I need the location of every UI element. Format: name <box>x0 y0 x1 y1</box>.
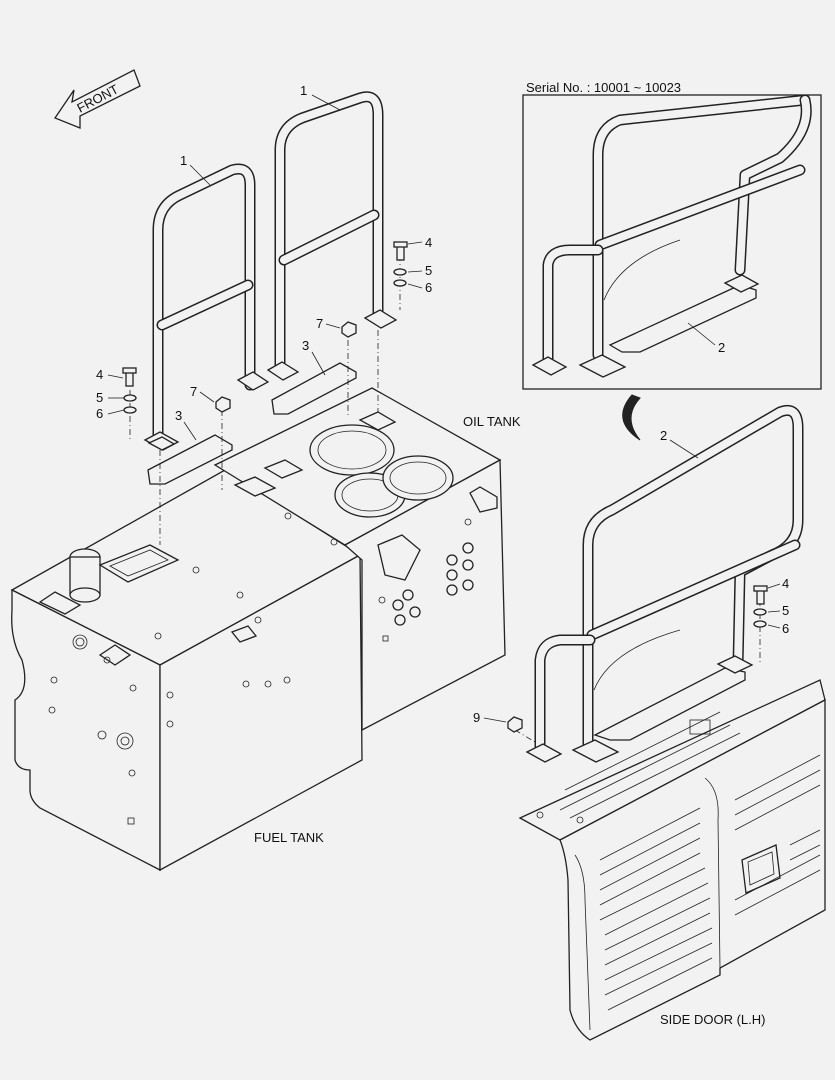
bolt-set-mid <box>393 241 408 287</box>
bracket-3b <box>271 362 357 415</box>
bolt-7-icons <box>215 321 523 733</box>
callout-5a: 5 <box>96 390 103 405</box>
callouts: 1 1 2 2 3 3 4 5 6 4 5 6 4 5 6 7 7 9 <box>96 83 789 725</box>
callout-3b: 3 <box>302 338 309 353</box>
side-door-label: SIDE DOOR (L.H) <box>660 1012 765 1027</box>
callout-9: 9 <box>473 710 480 725</box>
callout-5c: 5 <box>782 603 789 618</box>
callout-5b: 5 <box>425 263 432 278</box>
bolt-set-left <box>122 367 137 414</box>
fuel-tank <box>10 469 363 872</box>
callout-6c: 6 <box>782 621 789 636</box>
assembly-lines <box>129 255 761 746</box>
bracket-3a <box>147 434 233 485</box>
callout-4c: 4 <box>782 576 789 591</box>
callout-6a: 6 <box>96 406 103 421</box>
serial-label: Serial No. : 10001 ~ 10023 <box>526 80 681 95</box>
front-arrow-icon: FRONT <box>54 69 141 129</box>
callout-1a: 1 <box>300 83 307 98</box>
handrail-2 <box>525 404 804 763</box>
callout-6b: 6 <box>425 280 432 295</box>
callout-3a: 3 <box>175 408 182 423</box>
callout-2-inset: 2 <box>718 340 725 355</box>
bolt-set-right <box>753 585 768 628</box>
serial-inset: Serial No. : 10001 ~ 10023 <box>522 80 822 390</box>
callout-4b: 4 <box>425 235 432 250</box>
callout-7b: 7 <box>316 316 323 331</box>
handrail-right <box>266 91 398 381</box>
oil-tank-label: OIL TANK <box>463 414 521 429</box>
callout-1b: 1 <box>180 153 187 168</box>
inset-arrow-icon <box>622 394 641 441</box>
callout-7a: 7 <box>190 384 197 399</box>
callout-4a: 4 <box>96 367 103 382</box>
side-door <box>518 679 826 1041</box>
oil-tank <box>213 387 506 732</box>
handrail-left <box>143 163 270 451</box>
callout-2-main: 2 <box>660 428 667 443</box>
fuel-tank-label: FUEL TANK <box>254 830 324 845</box>
